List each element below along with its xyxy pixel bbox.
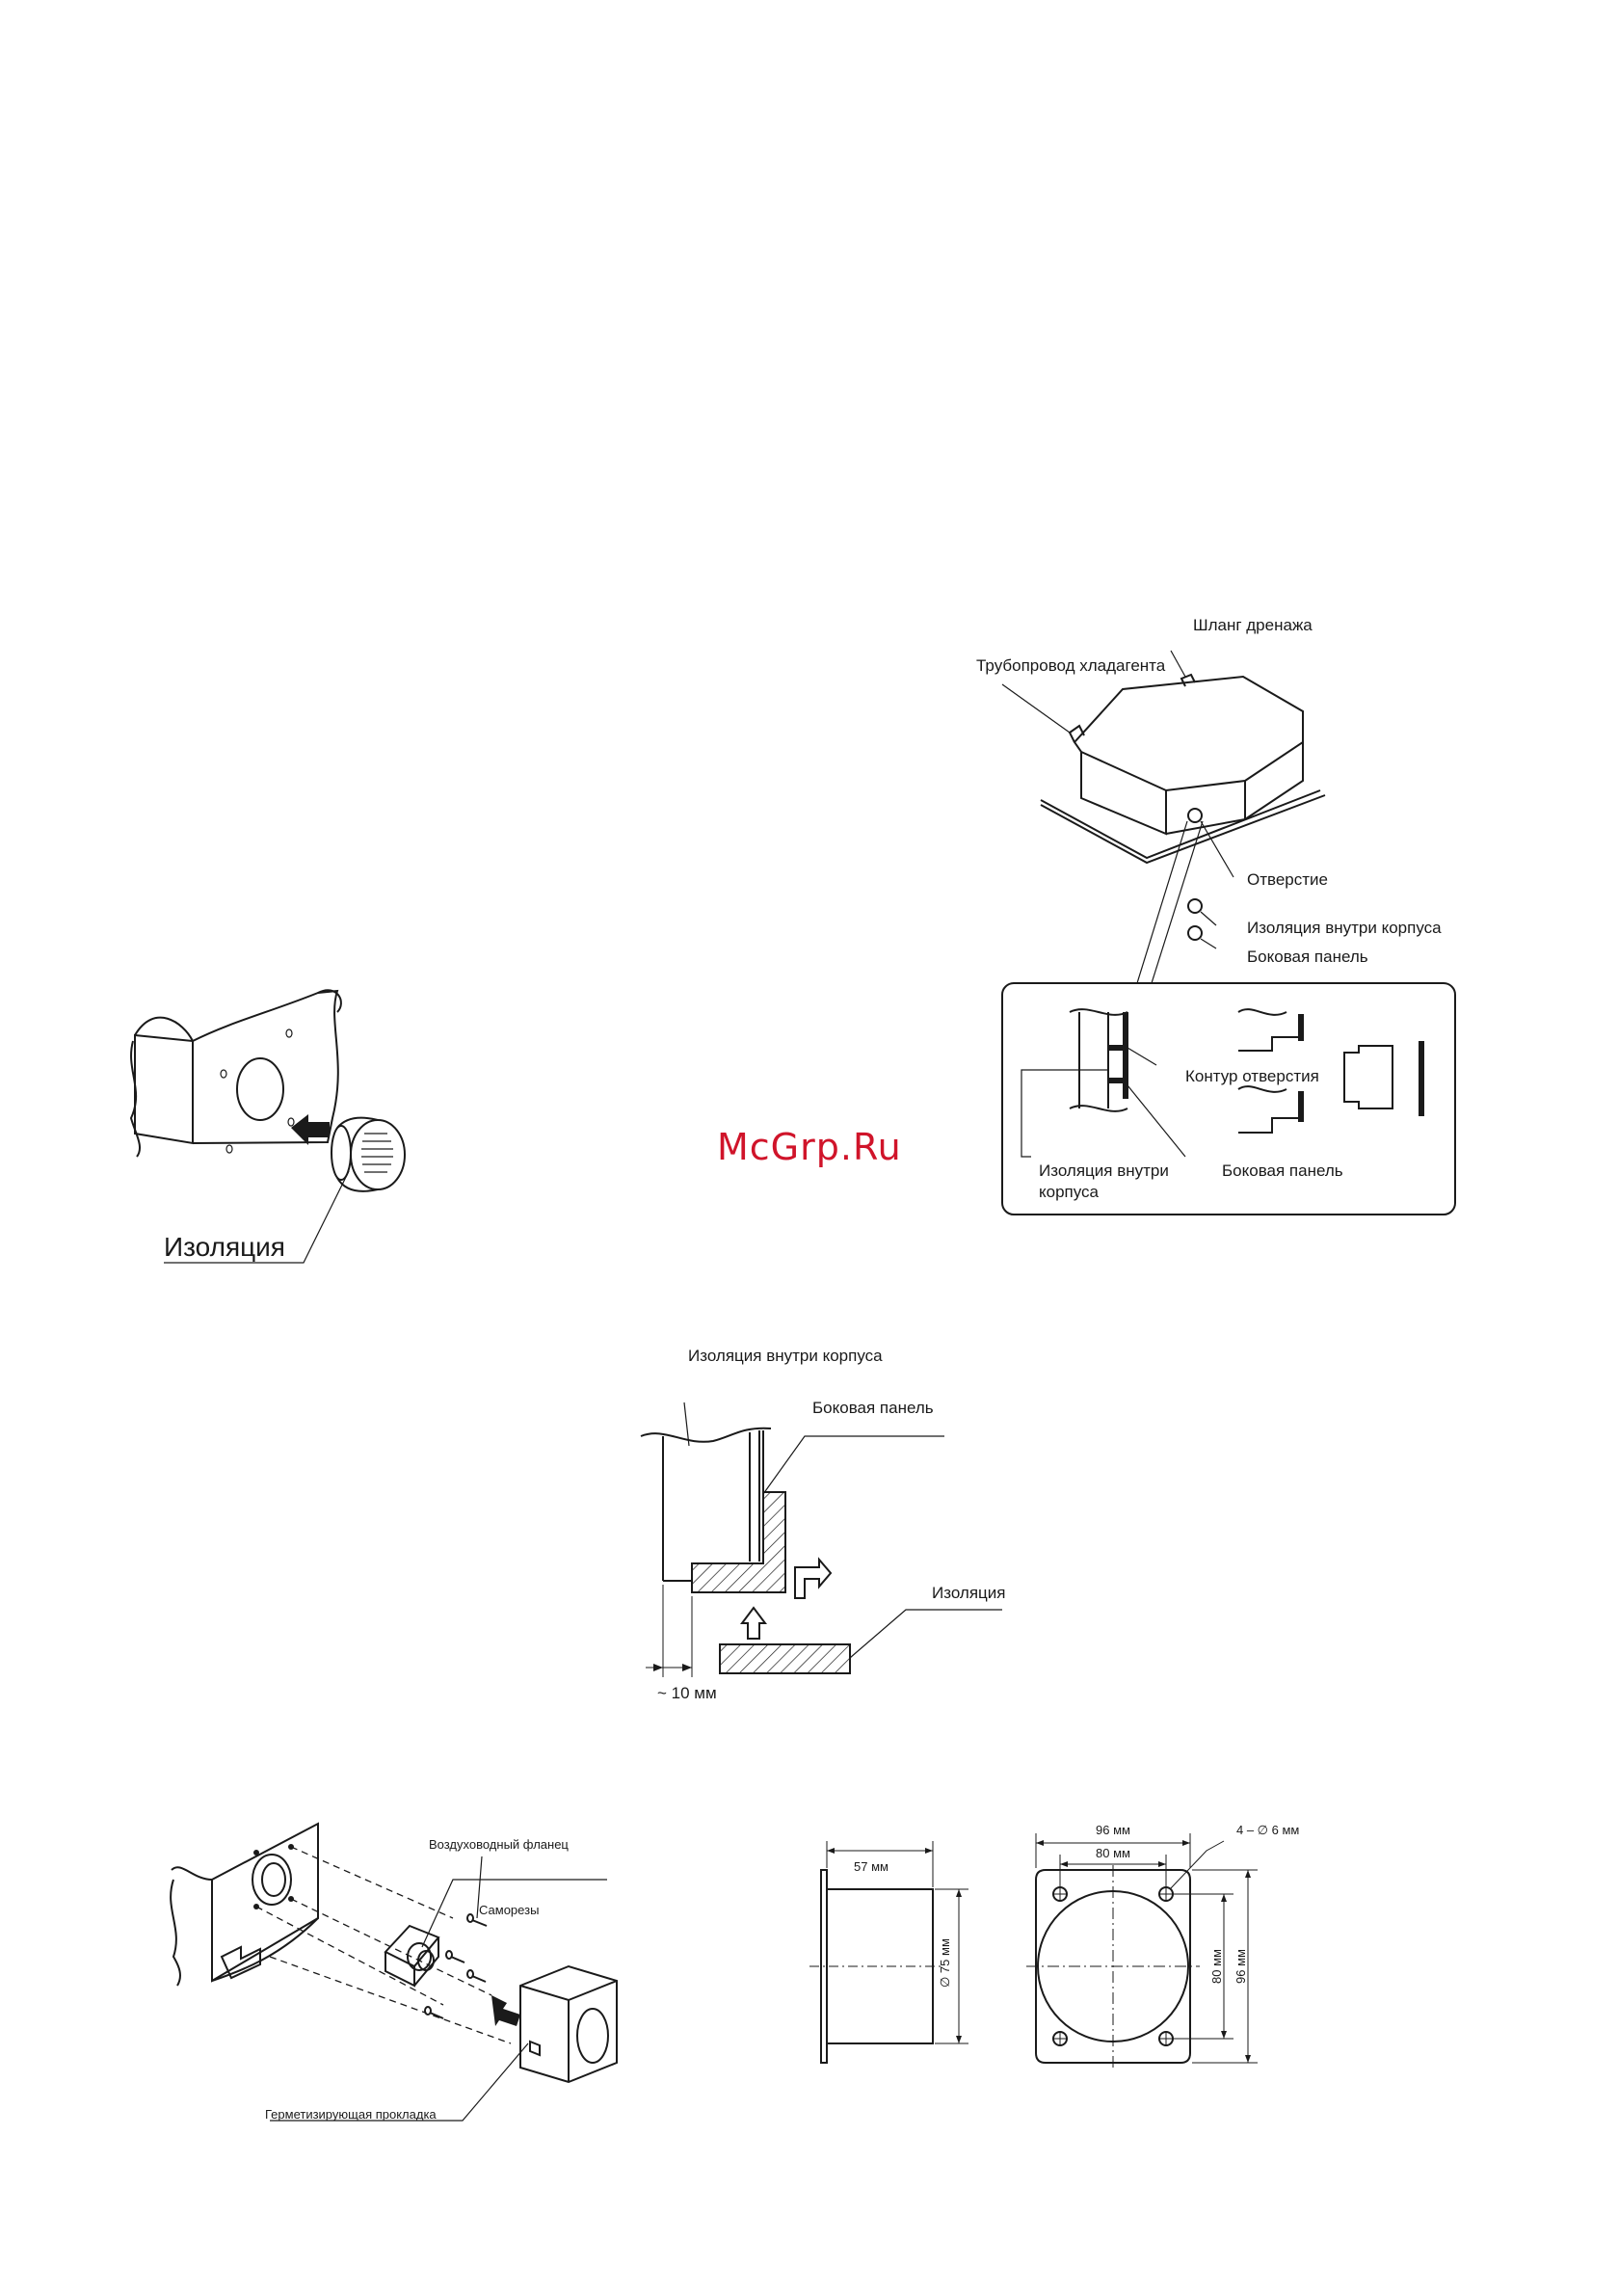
depth-dim-label: 57 мм	[854, 1859, 889, 1874]
insulation-inside-label: Изоляция внутри корпуса	[1247, 919, 1442, 937]
detail-side-panel-label: Боковая панель	[1222, 1161, 1343, 1180]
section-figure	[640, 1402, 1002, 1677]
diameter-dim-label: ∅ 75 мм	[938, 1938, 952, 1988]
side-panel-label: Боковая панель	[1247, 948, 1368, 966]
insulation-ring-label: Изоляция	[164, 1232, 285, 1262]
side-pitch-dim-label: 80 мм	[1209, 1949, 1224, 1984]
flange-dimensions-figure	[809, 1833, 1258, 2068]
refrigerant-pipe-label: Трубопровод хладагента	[976, 656, 1166, 675]
detail-outline-label: Контур отверстия	[1185, 1067, 1319, 1085]
opening-label: Отверстие	[1247, 870, 1328, 889]
section-gap-label: ~ 10 мм	[657, 1684, 717, 1702]
hole-pitch-dim-label: 80 мм	[1096, 1846, 1130, 1860]
detail-insulation-label-line1: Изоляция внутри	[1039, 1161, 1169, 1180]
insulation-ring-figure	[129, 989, 406, 1264]
holes-dim-label: 4 – ∅ 6 мм	[1236, 1823, 1300, 1837]
section-insulation-label: Изоляция	[932, 1584, 1006, 1602]
outer-width-dim-label: 96 мм	[1096, 1823, 1130, 1837]
side-outer-dim-label: 96 мм	[1233, 1949, 1248, 1984]
drain-hose-label: Шланг дренажа	[1193, 616, 1313, 634]
section-insulation-inside-label: Изоляция внутри корпуса	[688, 1347, 883, 1365]
seal-label: Герметизирующая прокладка	[265, 2107, 437, 2122]
section-side-panel-label: Боковая панель	[812, 1399, 934, 1417]
duct-flange-figure	[170, 1822, 618, 2122]
indoor-unit-figure	[1001, 650, 1456, 1215]
screws-label: Саморезы	[479, 1903, 540, 1917]
detail-insulation-label-line2: корпуса	[1039, 1183, 1100, 1201]
duct-flange-label: Воздуховодный фланец	[429, 1837, 569, 1852]
watermark: McGrp.Ru	[717, 1126, 902, 1168]
